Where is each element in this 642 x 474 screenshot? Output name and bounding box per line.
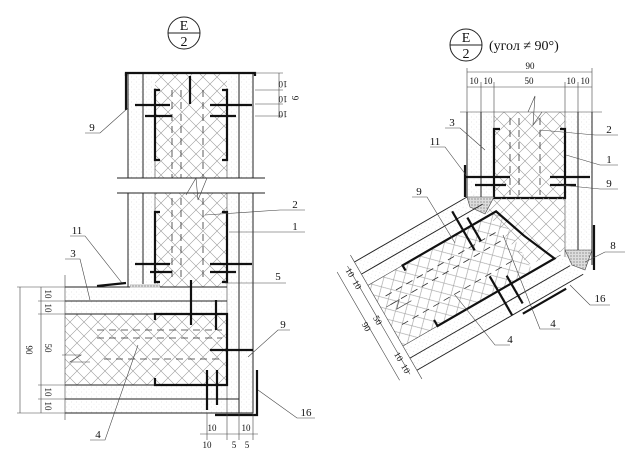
dim-label: 10 — [242, 423, 252, 433]
callout-1: 1 — [292, 221, 298, 233]
left-section-marker: E 2 — [167, 16, 201, 50]
right-vertical-wall — [460, 95, 602, 271]
dim-label: 9 — [290, 96, 300, 101]
dim-label: 10 — [43, 304, 53, 314]
dim-label: 10 — [344, 266, 357, 279]
dim-label: 10 — [392, 350, 405, 363]
callout-9b: 9 — [416, 186, 422, 198]
dim-label: 5 — [232, 440, 237, 450]
left-callouts: 9 2 1 11 3 5 9 16 4 — [65, 107, 315, 441]
angle-note: (угол ≠ 90°) — [489, 39, 559, 54]
dim-label: 10 — [399, 362, 412, 375]
callout-11: 11 — [72, 225, 83, 237]
left-dimensions: 90 10 10 50 10 10 10 10 9 10 10 10 10 5 … — [17, 72, 300, 450]
marker-letter: E — [462, 31, 471, 46]
dim-label: 10 — [278, 79, 288, 89]
callout-9b: 9 — [280, 319, 286, 331]
dim-label: 50 — [371, 314, 384, 327]
right-top-dimensions: 90 10 10 50 10 10 — [466, 61, 593, 112]
marker-letter: E — [180, 19, 189, 34]
callout-3: 3 — [449, 117, 455, 129]
callout-9: 9 — [606, 178, 612, 190]
dim-total: 90 — [526, 61, 536, 71]
dim-label: 50 — [525, 76, 535, 86]
callout-11: 11 — [430, 136, 441, 148]
dim-label: 10 — [43, 402, 53, 412]
callout-9: 9 — [89, 122, 95, 134]
dim-label: 50 — [43, 344, 53, 354]
callout-16: 16 — [301, 407, 313, 419]
right-callouts: 3 2 11 1 9 9 8 16 4 4 — [412, 117, 625, 346]
right-angled-wall: 90 10 10 50 10 10 — [336, 192, 584, 381]
left-break-band — [115, 177, 265, 201]
callout-4: 4 — [95, 429, 101, 441]
dim-label: 5 — [245, 440, 250, 450]
dim-label: 10 — [581, 76, 591, 86]
dim-label: 10 — [567, 76, 577, 86]
dim-label: 10 — [278, 94, 288, 104]
dim-label: 10 — [203, 440, 213, 450]
callout-4: 4 — [550, 318, 556, 330]
dim-label: 10 — [470, 76, 480, 86]
callout-8: 8 — [610, 240, 616, 252]
left-horizontal-wall — [64, 275, 259, 420]
dim-total: 90 — [24, 346, 34, 356]
callout-3: 3 — [70, 248, 76, 260]
dim-label: 10 — [351, 278, 364, 291]
callout-16: 16 — [595, 293, 607, 305]
callout-1: 1 — [606, 154, 612, 166]
callout-4b: 4 — [507, 334, 513, 346]
dim-label: 10 — [278, 109, 288, 119]
callout-2: 2 — [292, 199, 298, 211]
marker-number: 2 — [181, 35, 188, 50]
callout-5: 5 — [275, 271, 281, 283]
right-section-marker: E 2 (угол ≠ 90°) — [449, 28, 559, 62]
dim-label: 10 — [43, 388, 53, 398]
callout-2: 2 — [606, 124, 612, 136]
marker-number: 2 — [463, 47, 470, 62]
dim-label: 10 — [43, 290, 53, 300]
dim-label: 10 — [484, 76, 494, 86]
dim-label: 10 — [208, 423, 218, 433]
